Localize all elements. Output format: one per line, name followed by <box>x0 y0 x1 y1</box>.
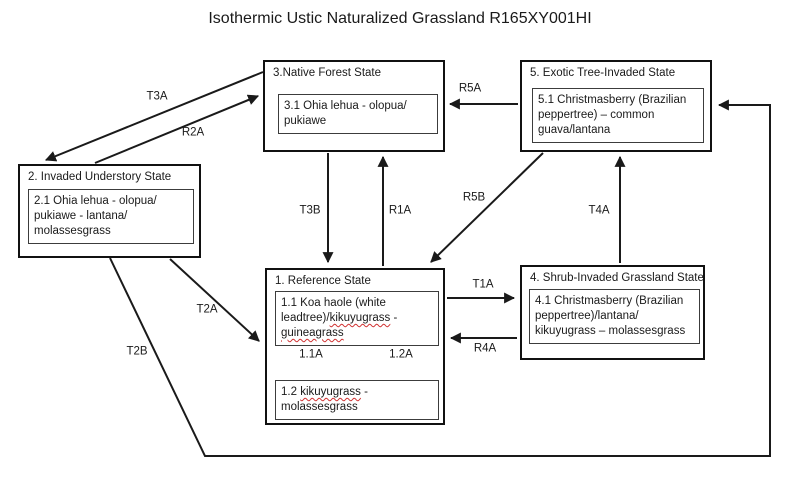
state-title-2: 2. Invaded Understory State <box>28 171 172 183</box>
community-text-5-1: 5.1 Christmasberry (Brazilian peppertree… <box>538 94 687 136</box>
state-box-2-invaded-understory: 2. Invaded Understory State 2.1 Ohia leh… <box>18 164 201 258</box>
arrow-label-t4a: T4A <box>588 204 610 217</box>
arrow-t3a <box>44 71 264 162</box>
community-box-5-1: 5.1 Christmasberry (Brazilian peppertree… <box>532 88 704 143</box>
community-text-2-1: 2.1 Ohia lehua - olopua/ pukiawe - lanta… <box>34 195 157 237</box>
text-segment-misspelled: kikuyugrass <box>300 386 361 398</box>
diagram-title: Isothermic Ustic Naturalized Grassland R… <box>208 10 592 27</box>
community-text-3-1: 3.1 Ohia lehua - olopua/ pukiawe <box>284 100 407 127</box>
text-segment-misspelled: guineagrass <box>281 326 344 339</box>
arrow-t2a <box>169 258 260 342</box>
arrow-label-t2a: T2A <box>196 303 218 316</box>
community-box-1-2: 1.2 kikuyugrass - molassesgrass <box>275 380 439 420</box>
arrow-label-r2a: R2A <box>181 126 205 139</box>
arrow-label-r5b: R5B <box>462 191 486 204</box>
arrow-label-t3a: T3A <box>146 90 168 103</box>
text-segment-misspelled: kikuyugrass <box>329 311 391 324</box>
arrow-label-1-1a: 1.1A <box>299 348 323 361</box>
community-box-1-1: 1.1 Koa haole (white leadtree)/kikuyugra… <box>275 291 439 346</box>
arrow-label-t2b: T2B <box>126 345 148 358</box>
arrow-label-r4a: R4A <box>473 342 497 355</box>
arrow-r5b <box>430 152 544 263</box>
state-title-1: 1. Reference State <box>275 275 371 287</box>
community-box-4-1: 4.1 Christmasberry (Brazilian peppertree… <box>529 289 700 344</box>
arrow-label-r1a: R1A <box>388 204 412 217</box>
community-box-3-1: 3.1 Ohia lehua - olopua/ pukiawe <box>278 94 438 134</box>
state-title-3: 3.Native Forest State <box>273 67 382 79</box>
state-title-5: 5. Exotic Tree-Invaded State <box>530 67 676 79</box>
arrow-label-1-2a: 1.2A <box>389 348 413 361</box>
state-box-3-native-forest: 3.Native Forest State 3.1 Ohia lehua - o… <box>263 60 445 152</box>
community-text-1-2: 1.2 kikuyugrass - molassesgrass <box>281 385 433 415</box>
arrow-label-r5a: R5A <box>458 82 482 95</box>
community-text-4-1: 4.1 Christmasberry (Brazilian peppertree… <box>535 295 686 337</box>
state-box-4-shrub-invaded-grassland: 4. Shrub-Invaded Grassland State 4.1 Chr… <box>520 265 705 360</box>
community-box-2-1: 2.1 Ohia lehua - olopua/ pukiawe - lanta… <box>28 189 194 244</box>
state-box-1-reference: 1. Reference State 1.1 Koa haole (white … <box>265 268 445 425</box>
state-title-4: 4. Shrub-Invaded Grassland State <box>530 272 704 284</box>
text-segment: - <box>393 311 398 324</box>
arrow-label-t3b: T3B <box>299 204 321 217</box>
state-box-5-exotic-tree-invaded: 5. Exotic Tree-Invaded State 5.1 Christm… <box>520 60 712 152</box>
text-segment: - molassesgrass <box>281 386 368 413</box>
arrow-label-t1a: T1A <box>472 278 494 291</box>
text-segment: 1.1 Koa haole (white leadtree)/ <box>281 297 386 324</box>
arrow-r2a <box>94 94 260 164</box>
text-segment: 1.2 <box>281 386 301 398</box>
community-text-1-1: 1.1 Koa haole (white leadtree)/kikuyugra… <box>281 296 433 341</box>
